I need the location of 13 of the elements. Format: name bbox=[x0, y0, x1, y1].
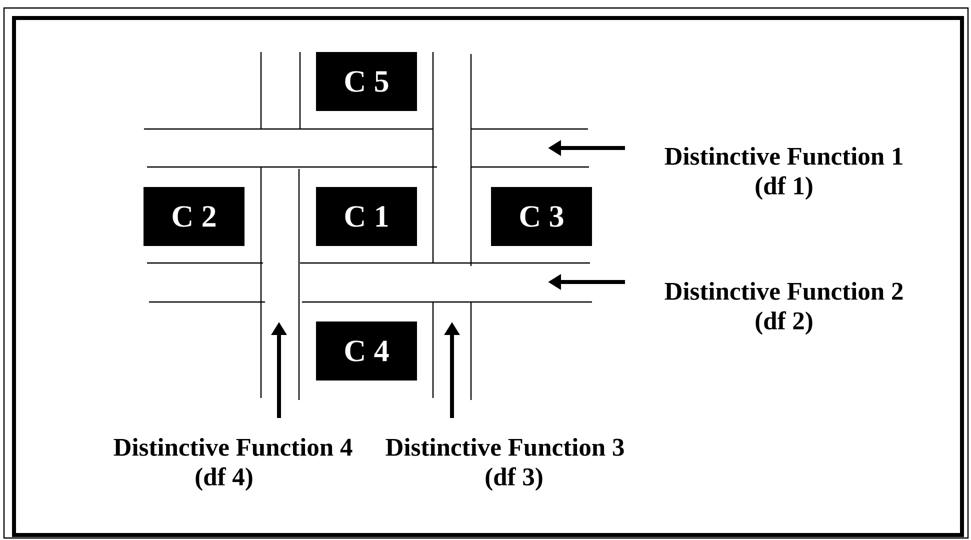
function-label: Distinctive Function 4 bbox=[114, 438, 352, 456]
function-label: Distinctive Function 1 bbox=[664, 147, 902, 165]
function-label: (df 1) bbox=[756, 176, 812, 200]
function-label: Distinctive Function 3 bbox=[386, 438, 624, 456]
function-label: (df 2) bbox=[756, 311, 812, 335]
component-box: C 3 bbox=[491, 187, 592, 246]
function-label: (df 4) bbox=[196, 467, 252, 491]
component-box: C 2 bbox=[144, 187, 244, 246]
component-box: C 5 bbox=[316, 52, 417, 111]
component-box: C 1 bbox=[316, 187, 417, 246]
function-label: Distinctive Function 2 bbox=[664, 282, 903, 300]
function-label: (df 3) bbox=[486, 467, 542, 491]
component-box: C 4 bbox=[316, 322, 417, 380]
